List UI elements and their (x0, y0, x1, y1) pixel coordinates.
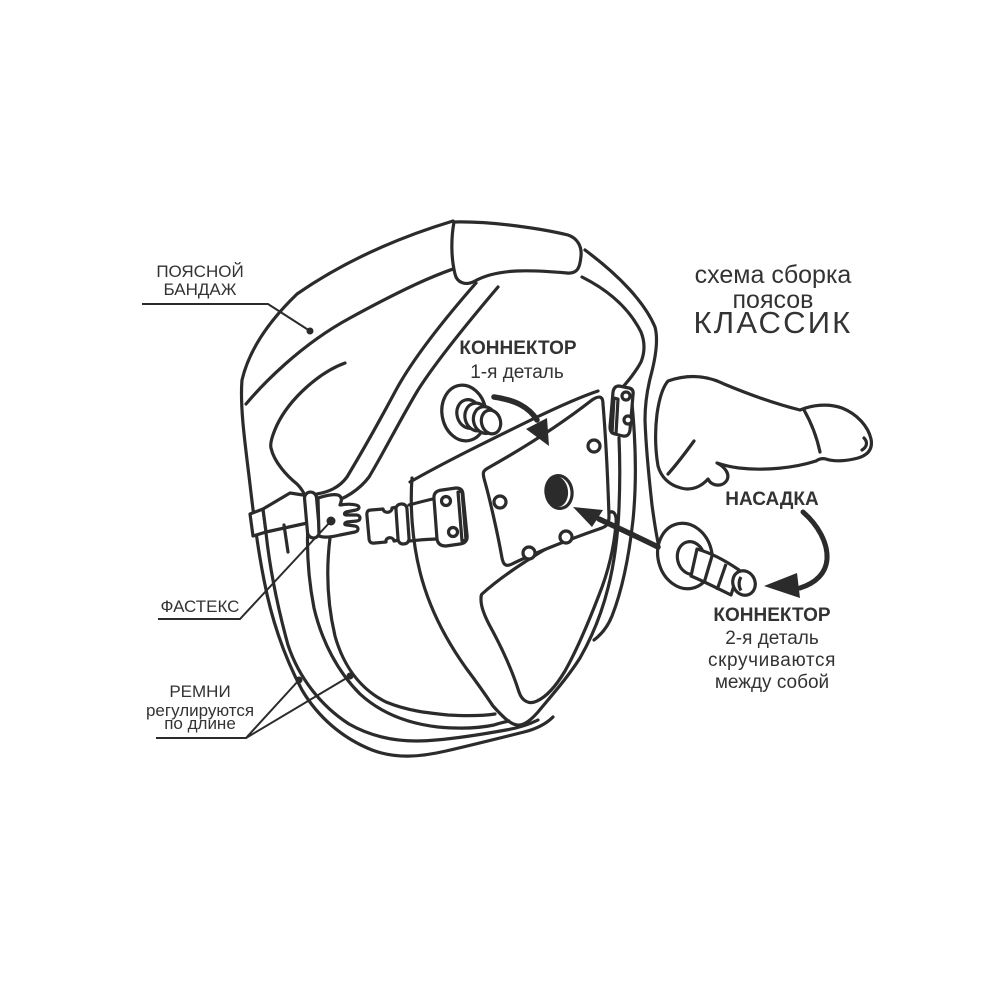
svg-text:2-я деталь: 2-я деталь (725, 628, 819, 649)
svg-text:КЛАССИК: КЛАССИК (694, 305, 853, 340)
svg-text:КОННЕКТОР: КОННЕКТОР (459, 338, 576, 359)
svg-text:схема сборка: схема сборка (695, 261, 852, 289)
svg-text:скручиваются: скручиваются (708, 650, 836, 671)
svg-text:РЕМНИ: РЕМНИ (169, 682, 230, 701)
svg-text:ФАСТЕКС: ФАСТЕКС (161, 597, 240, 616)
svg-text:ПОЯСНОЙ: ПОЯСНОЙ (156, 262, 243, 281)
svg-text:НАСАДКА: НАСАДКА (725, 489, 819, 510)
svg-text:по длине: по длине (164, 714, 236, 733)
svg-text:поясов: поясов (733, 286, 814, 314)
svg-text:между собой: между собой (715, 672, 829, 693)
svg-text:БАНДАЖ: БАНДАЖ (164, 280, 237, 299)
svg-text:1-я деталь: 1-я деталь (470, 362, 564, 383)
svg-text:регулируются: регулируются (146, 701, 254, 720)
svg-text:КОННЕКТОР: КОННЕКТОР (713, 605, 830, 626)
